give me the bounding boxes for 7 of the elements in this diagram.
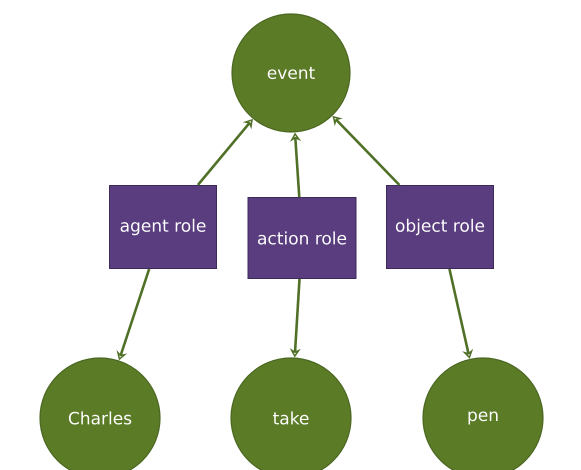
role-box: agent role (109, 185, 217, 269)
circle-node: take (230, 357, 352, 470)
circle-node: event (231, 13, 351, 133)
circle-node: pen (422, 357, 544, 470)
circle-node: Charles (39, 357, 161, 470)
role-box: action role (248, 197, 356, 279)
role-box: object role (386, 185, 494, 269)
